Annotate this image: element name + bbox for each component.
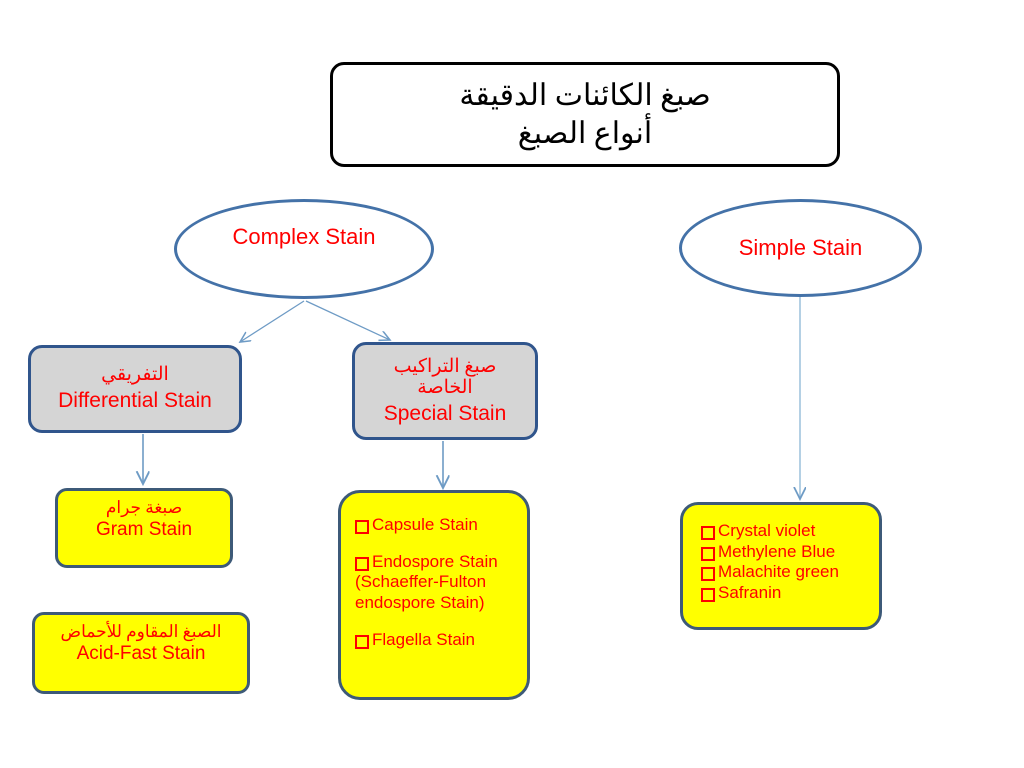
list-item-label: Crystal violet bbox=[718, 521, 816, 540]
list-item-continuation: endospore Stain) bbox=[355, 593, 485, 613]
node-simple-stain-label: Simple Stain bbox=[738, 235, 863, 260]
node-differential-stain-english: Differential Stain bbox=[58, 389, 212, 413]
list-spacer bbox=[355, 536, 517, 552]
list-item-label: Flagella Stain bbox=[372, 629, 476, 649]
node-simple-stain-list[interactable]: Crystal violet Methylene Blue Malachite … bbox=[680, 502, 882, 630]
node-gram-stain[interactable]: صبغة جرام Gram Stain bbox=[55, 488, 233, 568]
node-differential-stain-arabic: التفريقي bbox=[101, 364, 169, 386]
list-spacer bbox=[355, 614, 517, 630]
node-complex-stain[interactable]: Complex Stain bbox=[174, 199, 434, 299]
node-special-stain-english: Special Stain bbox=[383, 402, 507, 426]
special-stain-bullet-list: Capsule Stain Endospore Stain (Schaeffer… bbox=[355, 515, 517, 651]
diagram-title-box: صبغ الكائنات الدقيقة أنواع الصبغ bbox=[330, 62, 840, 167]
list-item-label: Endospore Stain bbox=[372, 551, 498, 571]
node-special-stain[interactable]: صبغ التراكيب الخاصة Special Stain bbox=[352, 342, 538, 440]
list-item: Crystal violet bbox=[701, 521, 869, 542]
square-bullet-icon bbox=[701, 546, 715, 561]
simple-stain-bullet-list: Crystal violet Methylene Blue Malachite … bbox=[701, 521, 869, 604]
square-bullet-icon bbox=[355, 634, 369, 649]
node-acid-fast-stain[interactable]: الصبغ المقاوم للأحماض Acid-Fast Stain bbox=[32, 612, 250, 694]
node-acid-fast-stain-arabic: الصبغ المقاوم للأحماض bbox=[60, 622, 222, 642]
list-item: Safranin bbox=[701, 583, 869, 604]
square-bullet-icon bbox=[701, 588, 715, 603]
list-item: Flagella Stain bbox=[355, 630, 517, 651]
list-item-label: Safranin bbox=[718, 583, 782, 603]
list-item-label: Methylene Blue bbox=[718, 541, 836, 561]
list-item: Methylene Blue bbox=[701, 542, 869, 563]
node-acid-fast-stain-text: الصبغ المقاوم للأحماض Acid-Fast Stain bbox=[61, 622, 222, 665]
list-item-continuation: (Schaeffer-Fulton bbox=[355, 572, 487, 592]
square-bullet-icon bbox=[701, 567, 715, 582]
node-special-stain-arabic-line-1: صبغ التراكيب bbox=[393, 355, 497, 377]
node-gram-stain-arabic: صبغة جرام bbox=[105, 498, 183, 518]
square-bullet-icon bbox=[701, 526, 715, 540]
square-bullet-icon bbox=[355, 556, 369, 571]
title-line-1: صبغ الكائنات الدقيقة bbox=[459, 78, 711, 112]
connector-complex-to-special bbox=[305, 300, 390, 340]
node-acid-fast-stain-english: Acid-Fast Stain bbox=[76, 642, 206, 664]
node-special-stain-arabic-line-2: الخاصة bbox=[417, 377, 473, 399]
list-item-label: Capsule Stain bbox=[372, 515, 478, 534]
list-item: Malachite green bbox=[701, 562, 869, 583]
node-gram-stain-text: صبغة جرام Gram Stain bbox=[96, 498, 192, 541]
node-special-stain-list[interactable]: Capsule Stain Endospore Stain (Schaeffer… bbox=[338, 490, 530, 700]
title-line-2: أنواع الصبغ bbox=[517, 116, 653, 150]
list-item: Capsule Stain bbox=[355, 515, 517, 536]
node-differential-stain[interactable]: التفريقي Differential Stain bbox=[28, 345, 242, 433]
node-complex-stain-label: Complex Stain bbox=[232, 224, 376, 249]
node-simple-stain[interactable]: Simple Stain bbox=[679, 199, 922, 297]
node-gram-stain-english: Gram Stain bbox=[95, 518, 193, 540]
list-item-label: Malachite green bbox=[718, 562, 839, 582]
connector-complex-to-differential bbox=[240, 300, 305, 342]
square-bullet-icon bbox=[355, 520, 369, 534]
list-item: Endospore Stain bbox=[355, 552, 517, 573]
